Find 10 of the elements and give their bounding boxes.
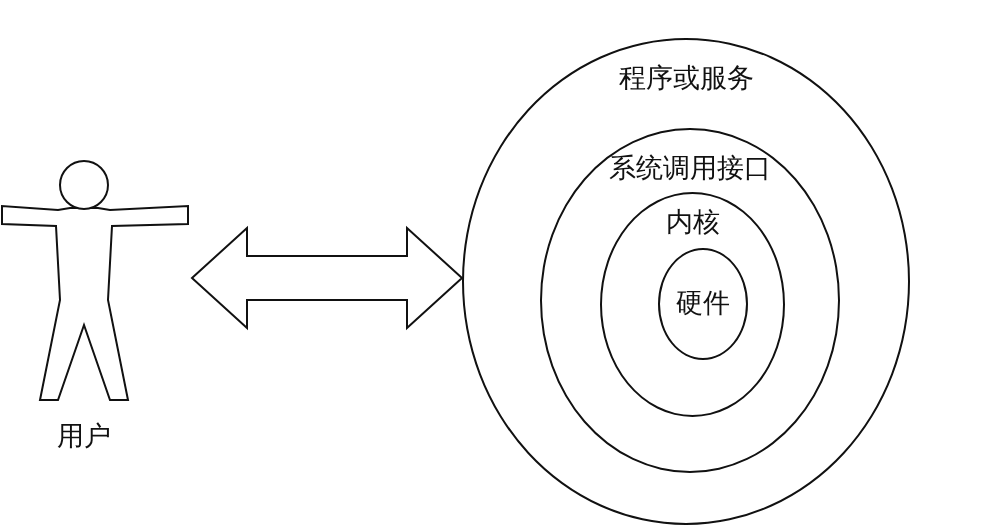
double-arrow — [190, 225, 464, 331]
node-label: 内核 — [665, 205, 720, 239]
circle-layer — [462, 38, 910, 525]
node-label: 硬件 — [676, 286, 730, 320]
circle-layer — [540, 128, 840, 473]
node-label: 系统调用接口 — [609, 151, 771, 185]
circle-layer — [600, 192, 785, 417]
circle-layer — [658, 248, 748, 360]
node-label: 程序或服务 — [618, 61, 754, 95]
node-label: 用户 — [57, 419, 111, 453]
